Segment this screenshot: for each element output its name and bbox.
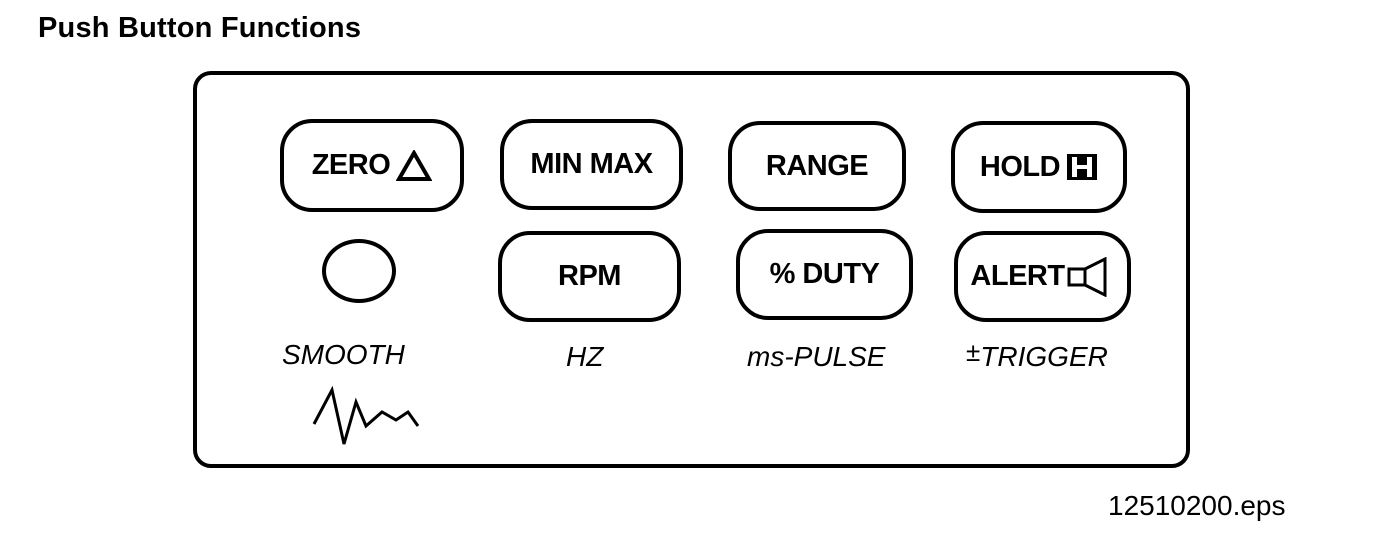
alert-button-label: ALERT	[970, 260, 1065, 292]
waveform-icon	[312, 386, 420, 445]
button-panel	[193, 71, 1190, 468]
smooth-label: SMOOTH	[282, 339, 405, 370]
hold-button[interactable]: HOLD	[951, 121, 1127, 213]
min-max-button-label: MIN MAX	[530, 148, 653, 180]
trigger-label: ±TRIGGER	[966, 337, 1108, 373]
ms-pulse-label: ms-PULSE	[747, 341, 886, 372]
hz-label: HZ	[566, 341, 604, 372]
min-max-button[interactable]: MIN MAX	[500, 119, 683, 210]
range-button-label: RANGE	[765, 149, 869, 182]
zero-button[interactable]: ZERO	[280, 119, 464, 212]
speaker-icon	[1067, 256, 1115, 297]
smooth-button[interactable]	[322, 239, 396, 303]
rpm-button[interactable]: RPM	[498, 231, 681, 322]
trigger-text: TRIGGER	[980, 341, 1108, 372]
alert-button[interactable]: ALERT	[954, 231, 1131, 322]
range-button[interactable]: RANGE	[728, 121, 906, 211]
page-title: Push Button Functions	[38, 12, 362, 44]
file-reference: 12510200.eps	[1108, 490, 1286, 521]
plus-minus-icon: ±	[966, 337, 981, 367]
hold-h-icon	[1066, 153, 1098, 181]
zero-button-label: ZERO	[311, 149, 391, 181]
delta-triangle-icon	[396, 149, 433, 182]
hold-button-label: HOLD	[979, 150, 1061, 183]
duty-button[interactable]: % DUTY	[736, 229, 913, 320]
rpm-button-label: RPM	[558, 260, 621, 292]
duty-button-label: % DUTY	[769, 258, 880, 290]
